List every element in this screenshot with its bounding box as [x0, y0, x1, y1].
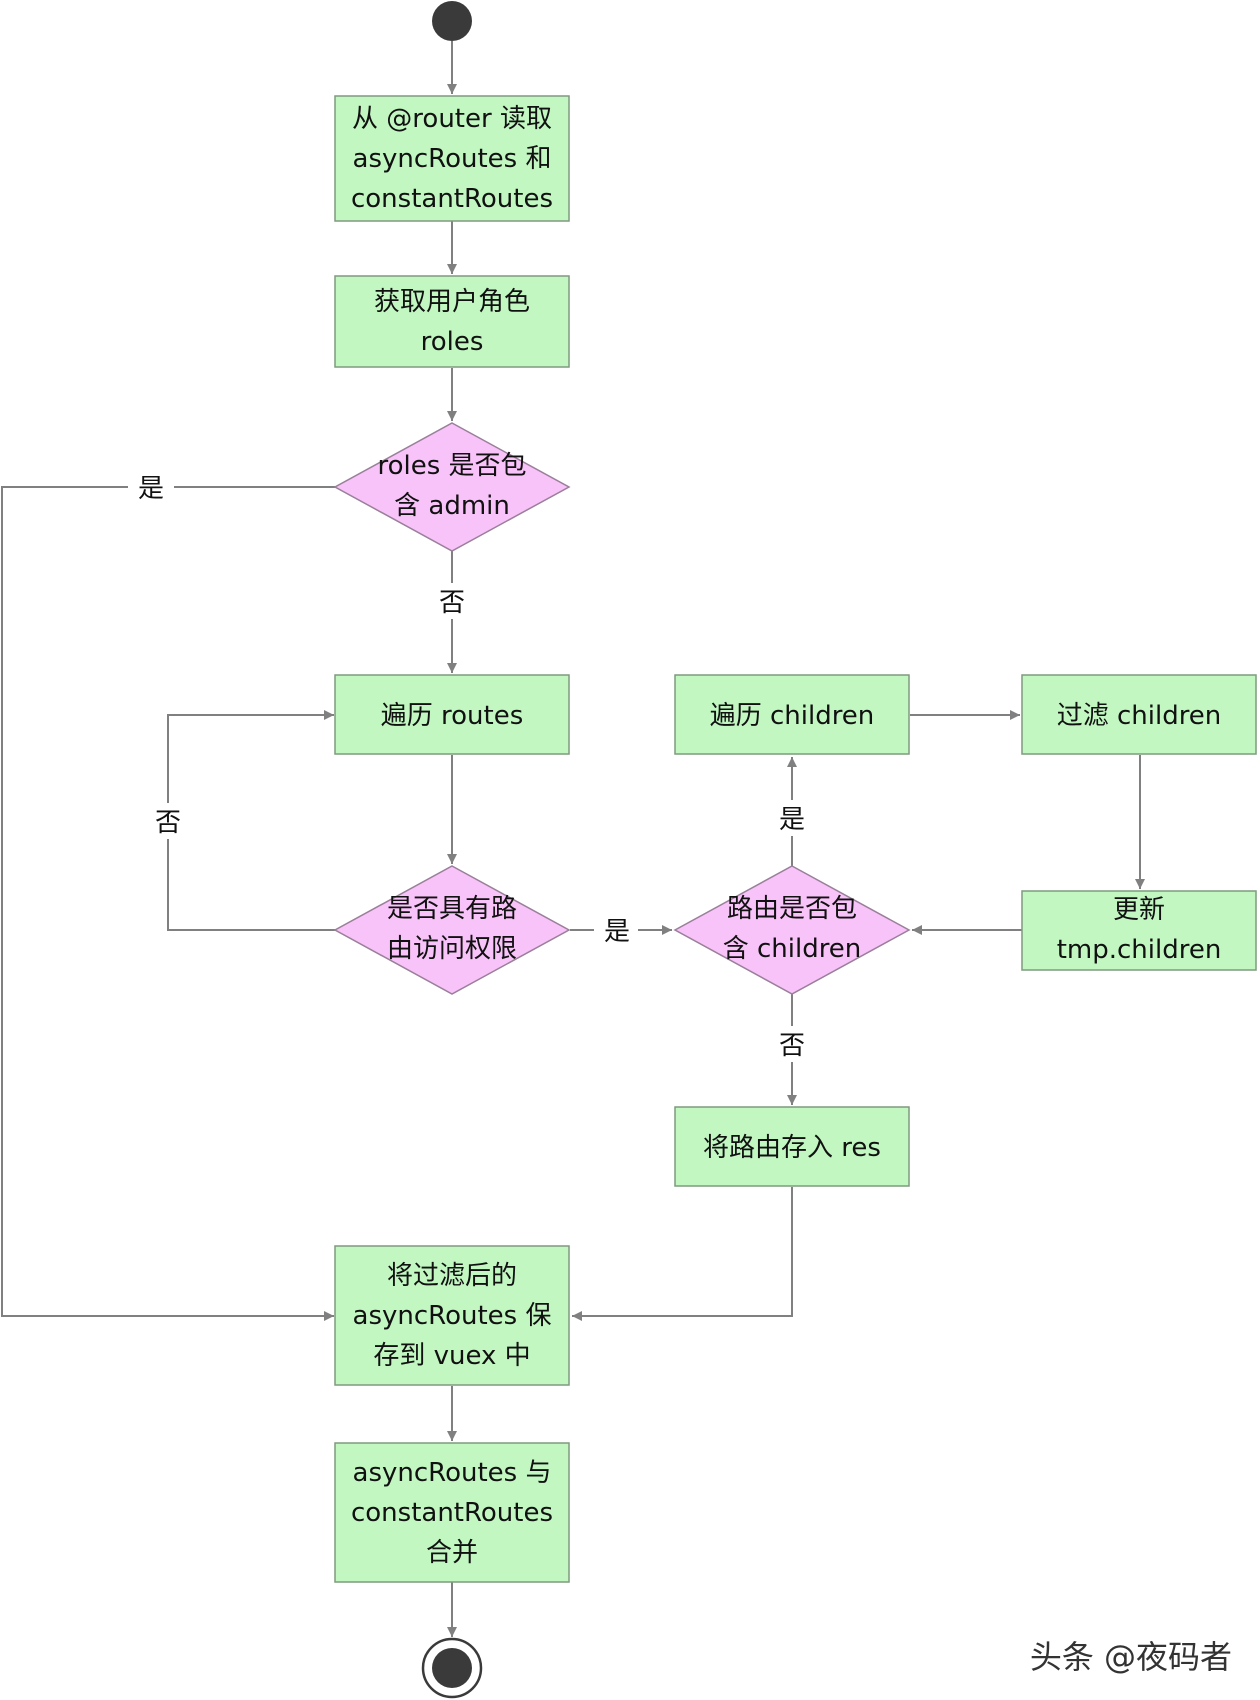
edge-labels: 是 否 否 是 是 否 [128, 469, 814, 1062]
node-iterate-routes: 遍历 routes [334, 674, 570, 755]
node-filter-children: 过滤 children [1021, 674, 1257, 755]
decision-has-children: 路由是否包 含 children [673, 865, 911, 995]
label-children-yes: 是 [779, 805, 805, 835]
edge-res-vuex [572, 1187, 793, 1321]
node-text: asyncRoutes 保 [353, 1301, 552, 1331]
label-access-no: 否 [155, 808, 181, 838]
node-merge-routes: asyncRoutes 与 constantRoutes 合并 [334, 1442, 570, 1583]
label-access-yes: 是 [604, 917, 630, 947]
node-text: asyncRoutes 与 [353, 1458, 552, 1488]
node-iterate-children: 遍历 children [674, 674, 910, 755]
node-save-res: 将路由存入 res [674, 1106, 910, 1187]
node-text: constantRoutes [351, 1498, 553, 1528]
edge-access-no [167, 710, 336, 931]
label-admin-no: 否 [439, 588, 465, 618]
node-update-tmp-children: 更新 tmp.children [1021, 890, 1257, 971]
decision-is-admin: roles 是否包 含 admin [333, 422, 571, 552]
node-text: 存到 vuex 中 [373, 1341, 530, 1371]
node-text: 含 children [723, 934, 862, 964]
node-text: 路由是否包 [727, 894, 857, 924]
node-get-roles: 获取用户角色 roles [334, 275, 570, 368]
label-children-no: 否 [779, 1031, 805, 1061]
watermark: 头条 @夜码者 [1030, 1638, 1232, 1676]
node-text: 从 @router 读取 [352, 104, 552, 134]
node-text: 是否具有路 [387, 894, 517, 924]
node-text: 合并 [426, 1538, 478, 1568]
node-text: 将路由存入 res [703, 1133, 881, 1163]
node-save-vuex: 将过滤后的 asyncRoutes 保 存到 vuex 中 [334, 1245, 570, 1386]
node-text: 由访问权限 [387, 934, 517, 964]
node-text: 遍历 children [710, 701, 875, 731]
node-read-routes: 从 @router 读取 asyncRoutes 和 constantRoute… [334, 95, 570, 222]
node-text: 含 admin [394, 491, 510, 521]
node-text: tmp.children [1057, 935, 1222, 965]
node-text: constantRoutes [351, 184, 553, 214]
node-text: roles [421, 327, 484, 357]
end-node [421, 1637, 483, 1699]
node-text: 获取用户角色 [374, 287, 530, 317]
node-text: asyncRoutes 和 [353, 144, 552, 174]
decision-has-access: 是否具有路 由访问权限 [333, 865, 571, 995]
node-text: 过滤 children [1057, 701, 1222, 731]
label-admin-yes: 是 [138, 474, 164, 504]
node-text: 更新 [1113, 895, 1165, 925]
start-node [432, 1, 472, 41]
node-text: 遍历 routes [381, 701, 524, 731]
node-text: 将过滤后的 [387, 1261, 517, 1291]
node-text: roles 是否包 [377, 451, 526, 481]
